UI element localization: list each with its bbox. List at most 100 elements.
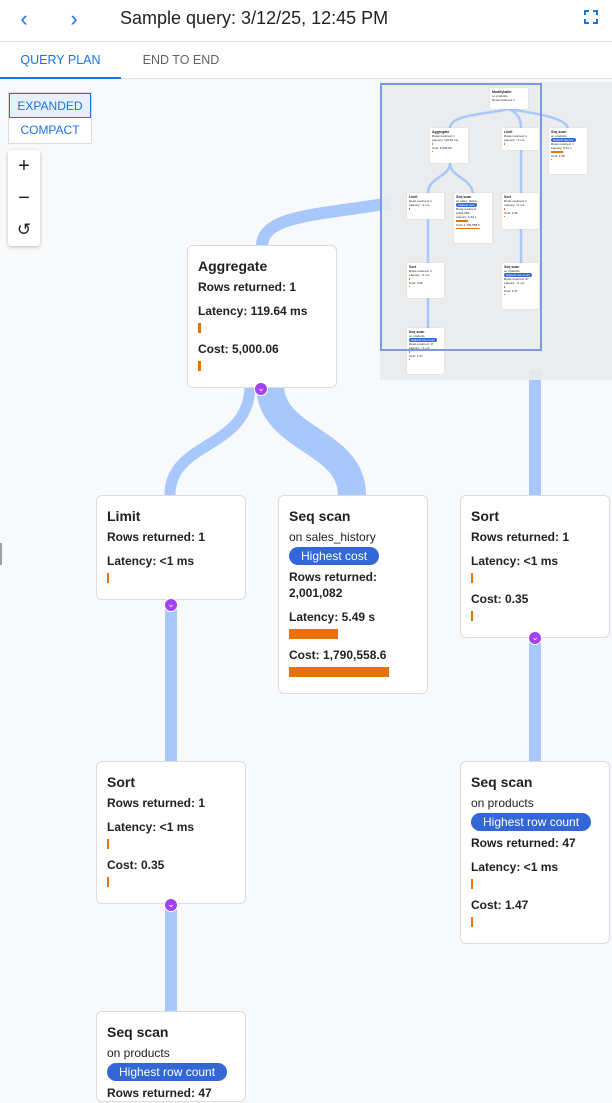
minimap-line: Rows returned: 1: [504, 199, 527, 203]
minimap-node-title: Aggregate: [432, 130, 450, 134]
minimap-line: Latency: 119.64 ms: [432, 138, 458, 142]
minimap-line: Rows returned: 1: [432, 134, 455, 138]
minimap-bar: [409, 351, 410, 353]
metric-bar: [471, 573, 473, 583]
reset-zoom-icon[interactable]: ↺: [16, 220, 32, 239]
minimap-node-title: Modifytable: [492, 90, 512, 94]
minimap-line: Cost: 1.47: [504, 288, 518, 293]
node-badge: Highest row count: [107, 1063, 228, 1081]
node-metric: Rows returned: 1: [198, 280, 297, 294]
minimap-node-title: Sort: [504, 195, 511, 199]
tab-end-to-end[interactable]: END TO END: [142, 53, 220, 67]
expanded-button[interactable]: EXPANDED: [9, 93, 91, 118]
node-metric: Cost: 1.47: [471, 898, 529, 912]
scroll-handle[interactable]: [0, 543, 2, 565]
minimap-bar: [504, 143, 505, 145]
view-mode-toggle: EXPANDED COMPACT: [8, 92, 92, 144]
metric-bar: [198, 323, 201, 333]
minimap-bar: [409, 278, 410, 280]
metric-bar: [471, 879, 473, 889]
metric-bar: [471, 611, 473, 621]
minimap-line: on products: [492, 94, 508, 98]
node-metric: Cost: 0.35: [107, 858, 165, 872]
compact-button[interactable]: COMPACT: [20, 123, 80, 137]
node-title: Limit: [107, 508, 141, 524]
minimap-line: Latency: <1 ms: [409, 273, 430, 277]
metric-bar: [471, 917, 473, 927]
metric-bar: [107, 839, 109, 849]
minimap-line: on products: [409, 334, 425, 338]
node-title: Seq scan: [107, 1024, 169, 1040]
tab-query-plan[interactable]: QUERY PLAN: [0, 42, 121, 79]
collapse-chevron-icon[interactable]: ⌄: [164, 898, 178, 912]
metric-bar: [198, 361, 201, 371]
minimap-node-title: Limit: [504, 130, 513, 134]
minimap-viewport[interactable]: [380, 83, 542, 351]
node-metric: Cost: 5,000.06: [198, 342, 279, 356]
node-title: Aggregate: [198, 258, 268, 274]
page-title: Sample query: 3/12/25, 12:45 PM: [120, 8, 389, 28]
minimap-line: Latency: 5.41 s: [551, 146, 572, 150]
minimap-badge: Highest row count: [504, 273, 533, 277]
tab-bar: QUERY PLAN END TO END: [0, 42, 612, 79]
minimap-line: Rows returned: 1: [551, 142, 574, 146]
minimap-line: Cost: 1,790,558.6: [456, 222, 480, 227]
node-metric: Latency: 119.64 ms: [198, 304, 308, 318]
node-metric: Rows returned: 1: [107, 530, 206, 544]
chevron-left-icon[interactable]: ‹: [20, 6, 28, 31]
minimap-line: Rows returned: 1: [492, 98, 515, 102]
chevron-right-icon[interactable]: ›: [70, 6, 78, 31]
fullscreen-icon[interactable]: [584, 10, 598, 24]
collapse-chevron-icon[interactable]: ⌄: [254, 382, 268, 396]
zoom-out-button[interactable]: −: [18, 187, 30, 209]
minimap-node-title: Seq scan: [504, 265, 520, 269]
minimap-line: Cost: 0.35: [504, 210, 518, 215]
minimap-bar: [409, 208, 410, 210]
minimap-node-title: Limit: [409, 195, 418, 199]
collapse-chevron-icon[interactable]: ⌄: [528, 631, 542, 645]
minimap-bar: [409, 358, 410, 360]
node-title: Seq scan: [471, 774, 533, 790]
collapse-chevron-icon[interactable]: ⌄: [164, 598, 178, 612]
minimap-line: Rows returned: 47: [504, 277, 529, 281]
node-title: Sort: [107, 774, 135, 790]
minimap-line: Cost: 5,000.06: [432, 145, 452, 150]
minimap-bar: [504, 286, 505, 288]
minimap-line: Latency: 5.49 s: [456, 215, 477, 219]
minimap-line: Latency: <1 ms: [504, 138, 525, 142]
minimap-node-title: Seq scan: [409, 330, 425, 334]
minimap-bar: [551, 151, 563, 153]
minimap-line: on sales_history: [456, 199, 478, 203]
plan-edges: [164, 197, 541, 1011]
minimap-edges: [426, 107, 570, 328]
node-table: on sales_history: [289, 530, 376, 544]
zoom-in-button[interactable]: +: [18, 155, 30, 177]
node-table: on products: [107, 1046, 170, 1060]
minimap-line: Cost: 1.47: [409, 353, 423, 358]
minimap-line: Rows returned: 1: [409, 199, 432, 203]
minimap-line: Rows returned: 47: [409, 342, 434, 346]
minimap-node-title: Seq scan: [456, 195, 472, 199]
minimap-badge: Highest cost: [456, 203, 477, 207]
node-metric: Cost: 1,790,558.6: [289, 648, 387, 662]
minimap-line: Cost: 1.59: [551, 153, 565, 158]
minimap-line: on products: [551, 134, 567, 138]
minimap-bar: [504, 293, 505, 295]
node-metric: Rows returned: 47: [471, 836, 576, 850]
node-metric: Latency: <1 ms: [107, 820, 195, 834]
minimap-line: Latency: <1 ms: [504, 281, 525, 285]
minimap-bar: [432, 150, 433, 152]
